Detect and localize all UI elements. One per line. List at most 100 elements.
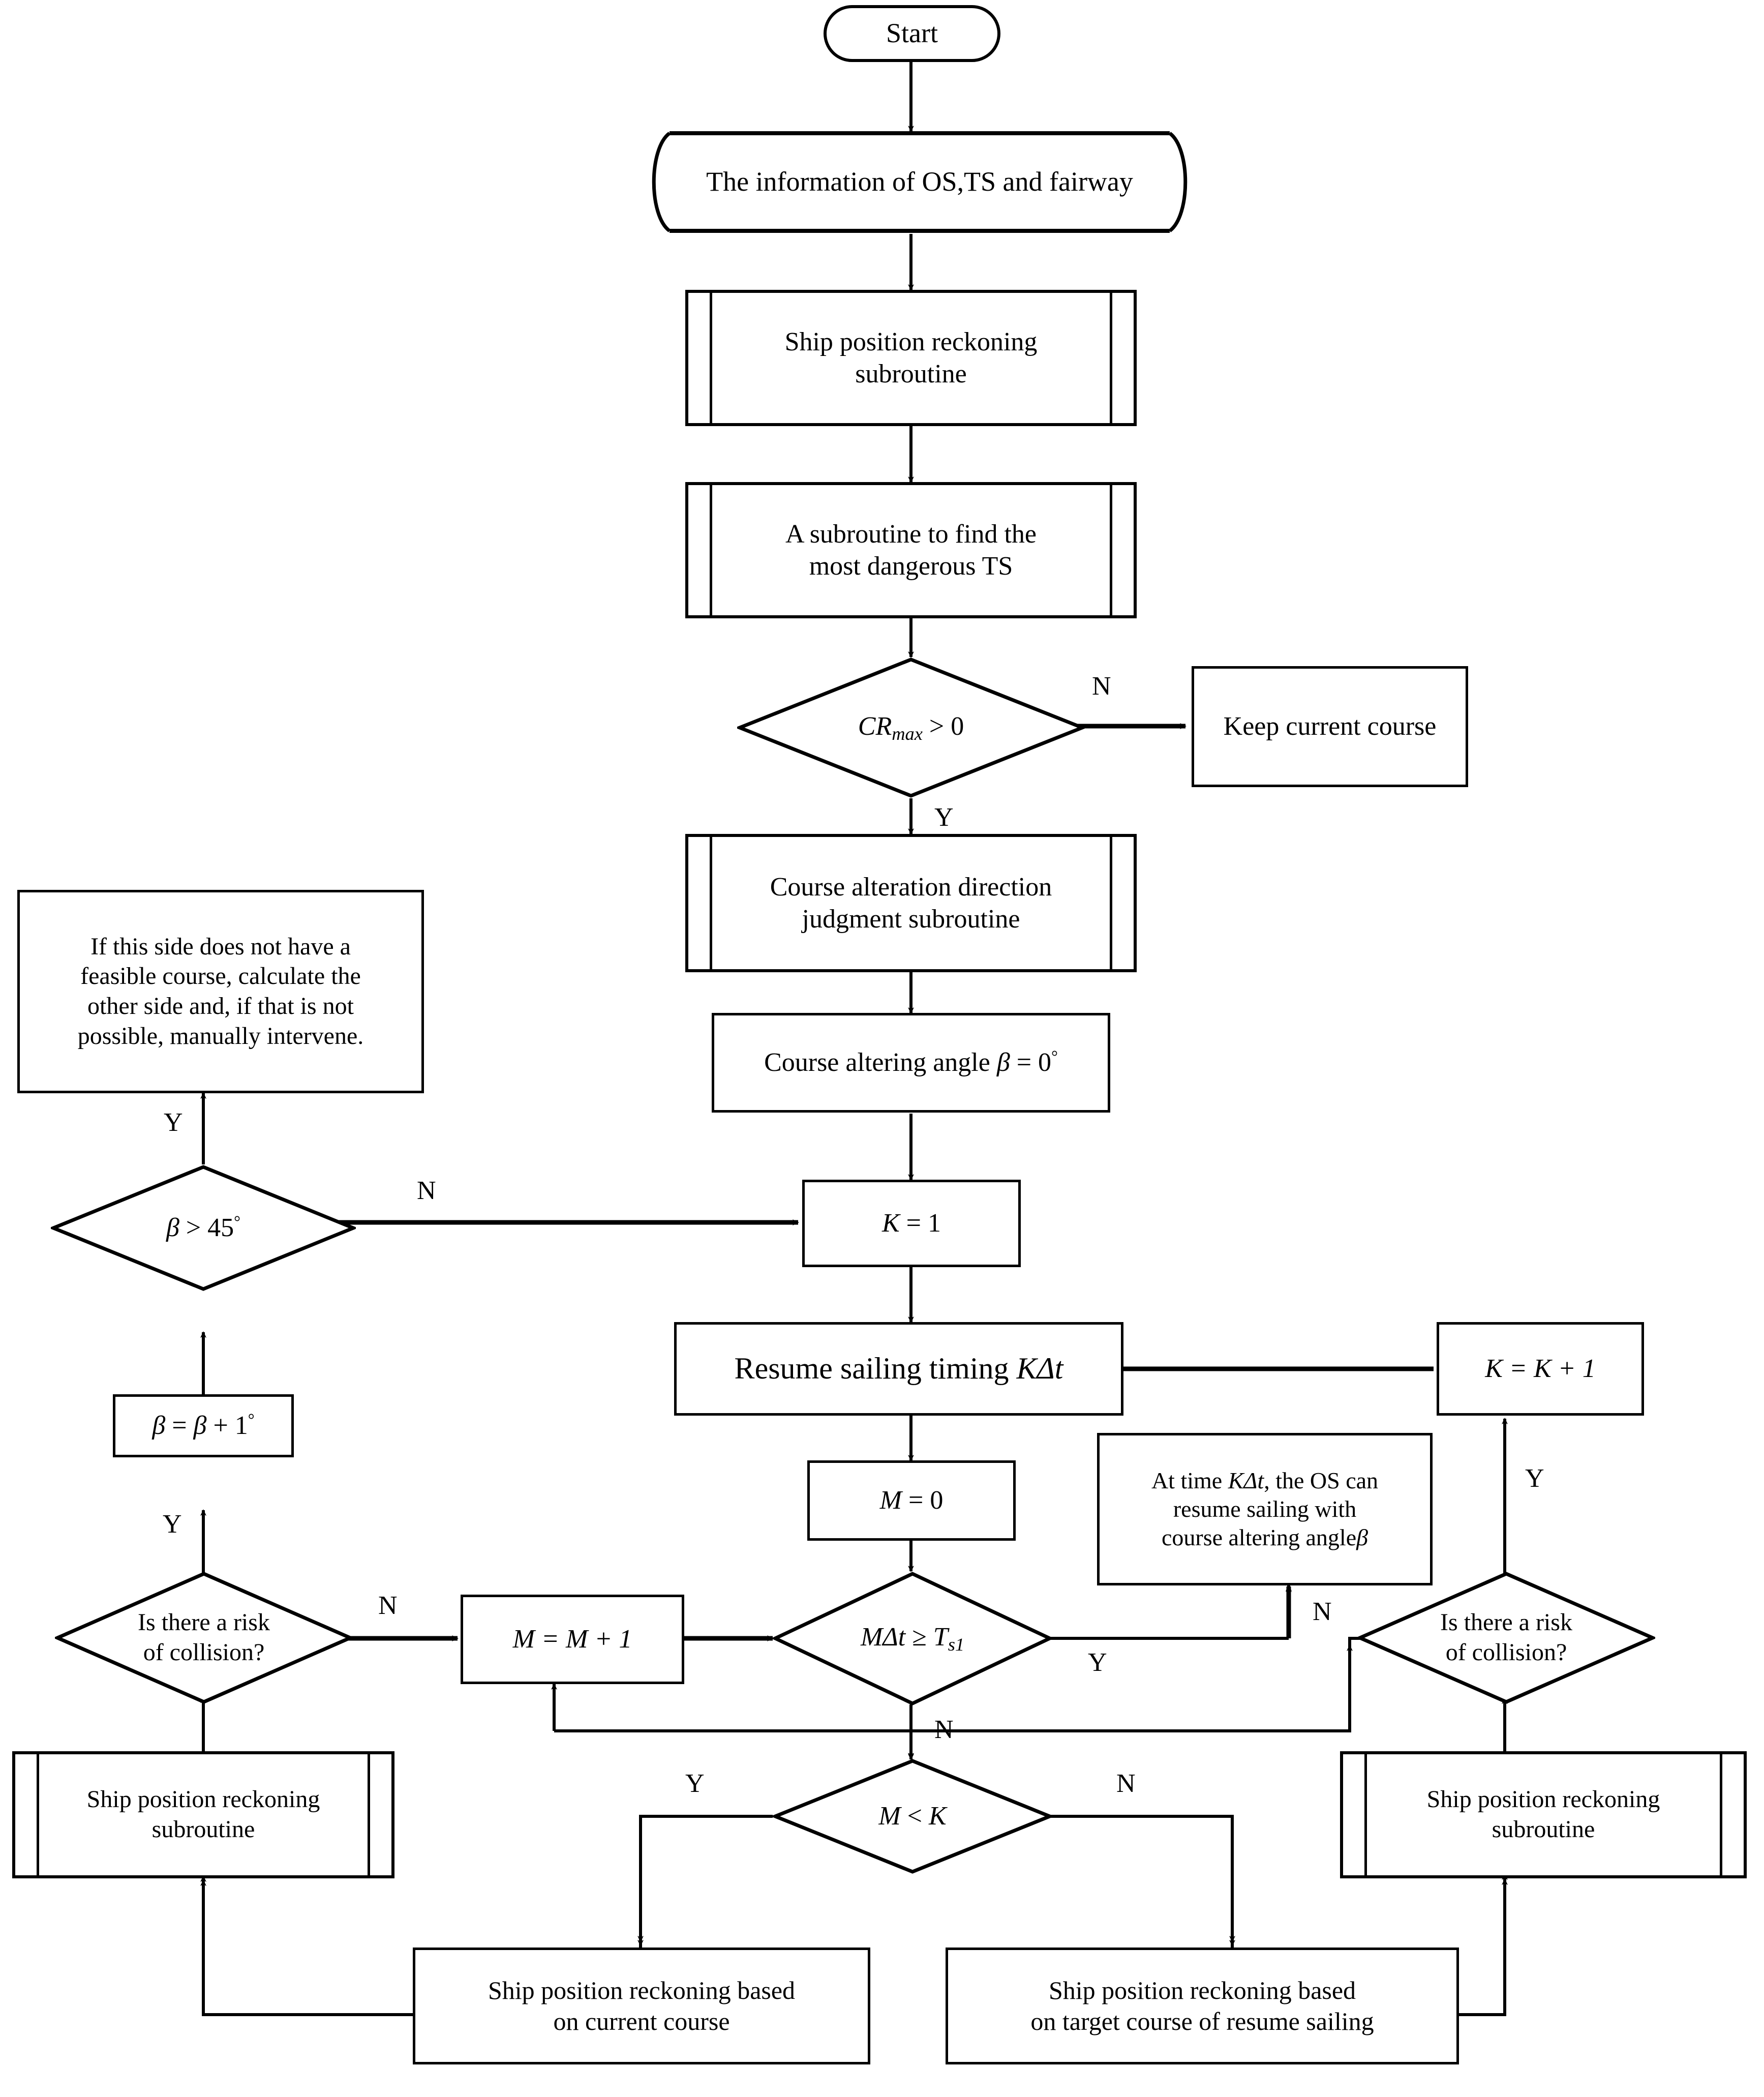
process-reckon-current-course: Ship position reckoning based on current…	[413, 1948, 870, 2064]
resume-sailing-label: Resume sailing timing KΔt	[735, 1350, 1063, 1387]
subroutine-line-1: Course alteration direction	[770, 872, 1052, 902]
note-line-2: resume sailing with	[1173, 1495, 1357, 1522]
decision-label: Is there a risk of collision?	[138, 1608, 270, 1667]
subroutine-ship-position-reckoning-left: Ship position reckoning subroutine	[12, 1751, 394, 1878]
cylinder-shape	[652, 131, 1188, 233]
beta-var: β	[1356, 1524, 1368, 1551]
diamond-shape	[773, 1759, 1052, 1874]
cr-rest: > 0	[929, 711, 964, 741]
subroutine-line-2: subroutine	[1492, 1816, 1595, 1843]
edge-label-risk-right-yes: Y	[1525, 1464, 1544, 1493]
k-rest: = 1	[899, 1209, 941, 1238]
decision-m-lt-k: M < K	[773, 1758, 1052, 1874]
course-altering-angle-label: Course altering angle β = 0°	[764, 1046, 1058, 1079]
ge-op: ≥	[905, 1623, 933, 1652]
risk-line-2: of collision?	[143, 1639, 265, 1666]
edge-label-risk-left-yes: Y	[163, 1510, 182, 1539]
subroutine-line-1: A subroutine to find the	[785, 519, 1037, 549]
subroutine-line-2: subroutine	[151, 1816, 255, 1843]
m-var: M	[879, 1486, 902, 1515]
edge-label-risk-left-no: N	[378, 1591, 398, 1620]
beta-rest: > 45	[179, 1213, 234, 1243]
t-subscript: s1	[948, 1634, 965, 1655]
diamond-shape	[51, 1165, 356, 1291]
edge-label-cr-max-no: N	[1092, 672, 1111, 701]
edge-label-m-dt-yes: Y	[1088, 1648, 1107, 1677]
k-var: K	[881, 1209, 900, 1238]
edge-label-m-lt-k-yes: Y	[685, 1769, 705, 1798]
process-k-equals-1: K = 1	[802, 1180, 1021, 1267]
k-delta-t: KΔt	[1228, 1467, 1264, 1493]
degree-sign: °	[248, 1410, 255, 1429]
course-altering-prefix: Course altering angle	[764, 1048, 997, 1077]
input-data-label: The information of OS,TS and fairway	[706, 166, 1133, 197]
decision-label: CRmax > 0	[858, 710, 964, 745]
m-rest: = 0	[902, 1486, 944, 1515]
decision-label: MΔt ≥ Ts1	[861, 1621, 964, 1656]
decision-label: Is there a risk of collision?	[1440, 1608, 1572, 1667]
degree-sign: °	[1051, 1047, 1058, 1066]
beta-rest: + 1	[206, 1411, 248, 1441]
decision-label: β > 45°	[166, 1212, 240, 1244]
k-delta-t: KΔt	[1016, 1352, 1063, 1386]
diamond-shape	[737, 657, 1085, 798]
subroutine-ship-position-reckoning-1: Ship position reckoning subroutine	[685, 290, 1137, 426]
note-line-1: If this side does not have a	[90, 933, 351, 960]
input-data-node: The information of OS,TS and fairway	[642, 131, 1198, 233]
edge-label-risk-right-no: N	[1313, 1597, 1332, 1626]
note-line-3: course altering angleβ	[1162, 1523, 1368, 1552]
lt-op: <	[900, 1802, 929, 1831]
k-increment-label: K = K + 1	[1485, 1354, 1596, 1384]
risk-line-1: Is there a risk	[138, 1609, 270, 1636]
reckon-line-2: on target course of resume sailing	[1030, 2007, 1374, 2035]
edge-label-beta-gt-45-no: N	[417, 1176, 436, 1205]
m-equals-0-label: M = 0	[880, 1484, 944, 1516]
course-altering-rest: = 0	[1010, 1048, 1052, 1077]
subroutine-find-most-dangerous-ts: A subroutine to find the most dangerous …	[685, 482, 1137, 618]
m-increment-label: M = M + 1	[512, 1625, 632, 1654]
process-keep-current-course: Keep current course	[1192, 666, 1468, 787]
decision-beta-gt-45: β > 45°	[51, 1164, 356, 1292]
subroutine-line-1: Ship position reckoning	[784, 327, 1038, 356]
note-line-1-post: , the OS can	[1264, 1467, 1379, 1493]
process-beta-increment: β = β + 1°	[113, 1394, 294, 1457]
edge-label-m-dt-no: N	[934, 1715, 954, 1744]
edge-label-cr-max-yes: Y	[934, 803, 954, 832]
process-m-increment: M = M + 1	[461, 1595, 684, 1684]
start-label: Start	[886, 18, 938, 49]
beta-var-1: β	[152, 1411, 166, 1441]
subroutine-line-1: Ship position reckoning	[1426, 1786, 1660, 1813]
resume-prefix: Resume sailing timing	[734, 1352, 1017, 1386]
edge-label-beta-gt-45-yes: Y	[164, 1108, 183, 1137]
process-resume-sailing-timing: Resume sailing timing KΔt	[674, 1322, 1123, 1416]
m-delta-t: MΔt	[860, 1623, 906, 1652]
note-line-4: possible, manually intervene.	[77, 1022, 364, 1050]
note-line-3: other side and, if that is not	[87, 993, 354, 1020]
decision-risk-of-collision-right: Is there a risk of collision?	[1357, 1571, 1655, 1704]
keep-current-course-label: Keep current course	[1223, 712, 1437, 741]
reckon-line-1: Ship position reckoning based	[488, 1976, 796, 2004]
note-os-resume-sailing: At time KΔt, the OS can resume sailing w…	[1097, 1433, 1433, 1585]
note-line-2: feasible course, calculate the	[80, 963, 361, 990]
subroutine-ship-position-reckoning-right: Ship position reckoning subroutine	[1340, 1751, 1747, 1878]
t-var: T	[933, 1623, 948, 1652]
subroutine-course-alteration-direction: Course alteration direction judgment sub…	[685, 834, 1137, 972]
cr-subscript: max	[892, 723, 923, 744]
k-var: K	[928, 1802, 947, 1831]
note-line-3-pre: course altering angle	[1161, 1524, 1357, 1551]
process-k-increment: K = K + 1	[1437, 1322, 1644, 1416]
subroutine-line-1: Ship position reckoning	[86, 1786, 320, 1813]
note-manual-intervention: If this side does not have a feasible co…	[17, 890, 424, 1093]
beta-var: β	[996, 1048, 1010, 1077]
edge-label-m-lt-k-no: N	[1116, 1769, 1136, 1798]
subroutine-line-2: subroutine	[855, 360, 967, 388]
subroutine-line-2: judgment subroutine	[802, 905, 1020, 934]
process-m-equals-0: M = 0	[807, 1460, 1016, 1541]
reckon-line-2: on current course	[553, 2007, 730, 2035]
m-var: M	[878, 1802, 901, 1831]
beta-var: β	[166, 1213, 179, 1243]
subroutine-line-2: most dangerous TS	[809, 552, 1013, 581]
k-equals-1-label: K = 1	[882, 1207, 941, 1239]
reckon-line-1: Ship position reckoning based	[1048, 1976, 1356, 2004]
